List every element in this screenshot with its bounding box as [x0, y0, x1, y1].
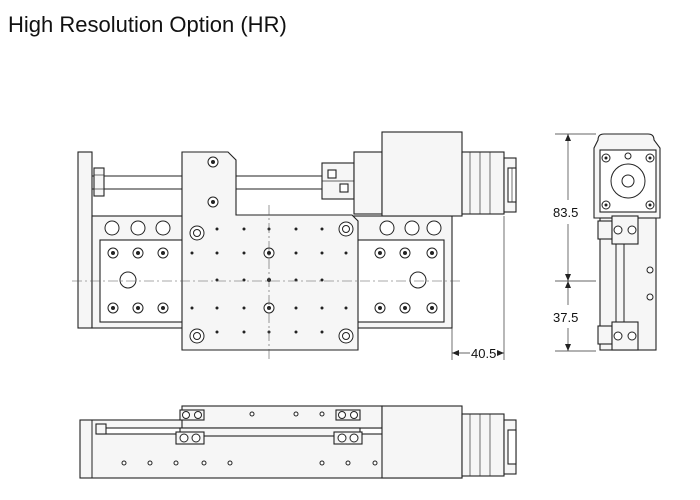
bearing-block-top-left — [597, 220, 613, 240]
dimension-motor-offset: 40.5 — [471, 346, 496, 361]
motor-flange — [353, 151, 383, 215]
front-bearing-left — [179, 409, 205, 421]
bearing-block-bottom-left — [597, 325, 613, 345]
base-counterbores — [107, 247, 438, 314]
base-large-holes — [104, 220, 442, 289]
dimension-height-upper: 83.5 — [553, 205, 578, 220]
front-bearing-right — [335, 409, 361, 421]
side-view — [555, 133, 661, 352]
diagram-title: High Resolution Option (HR) — [8, 12, 287, 37]
left-end-plate — [77, 151, 93, 329]
top-view — [72, 131, 517, 360]
front-view — [79, 405, 517, 479]
carriage-corner-screws — [189, 156, 354, 344]
front-rail — [179, 427, 361, 437]
motor-housing — [381, 131, 463, 217]
dimension-height-lower: 37.5 — [553, 310, 578, 325]
front-motor-housing — [381, 405, 463, 479]
front-stepper-motor — [461, 413, 505, 477]
stepper-motor — [461, 151, 505, 215]
rod-clamp — [93, 167, 105, 197]
